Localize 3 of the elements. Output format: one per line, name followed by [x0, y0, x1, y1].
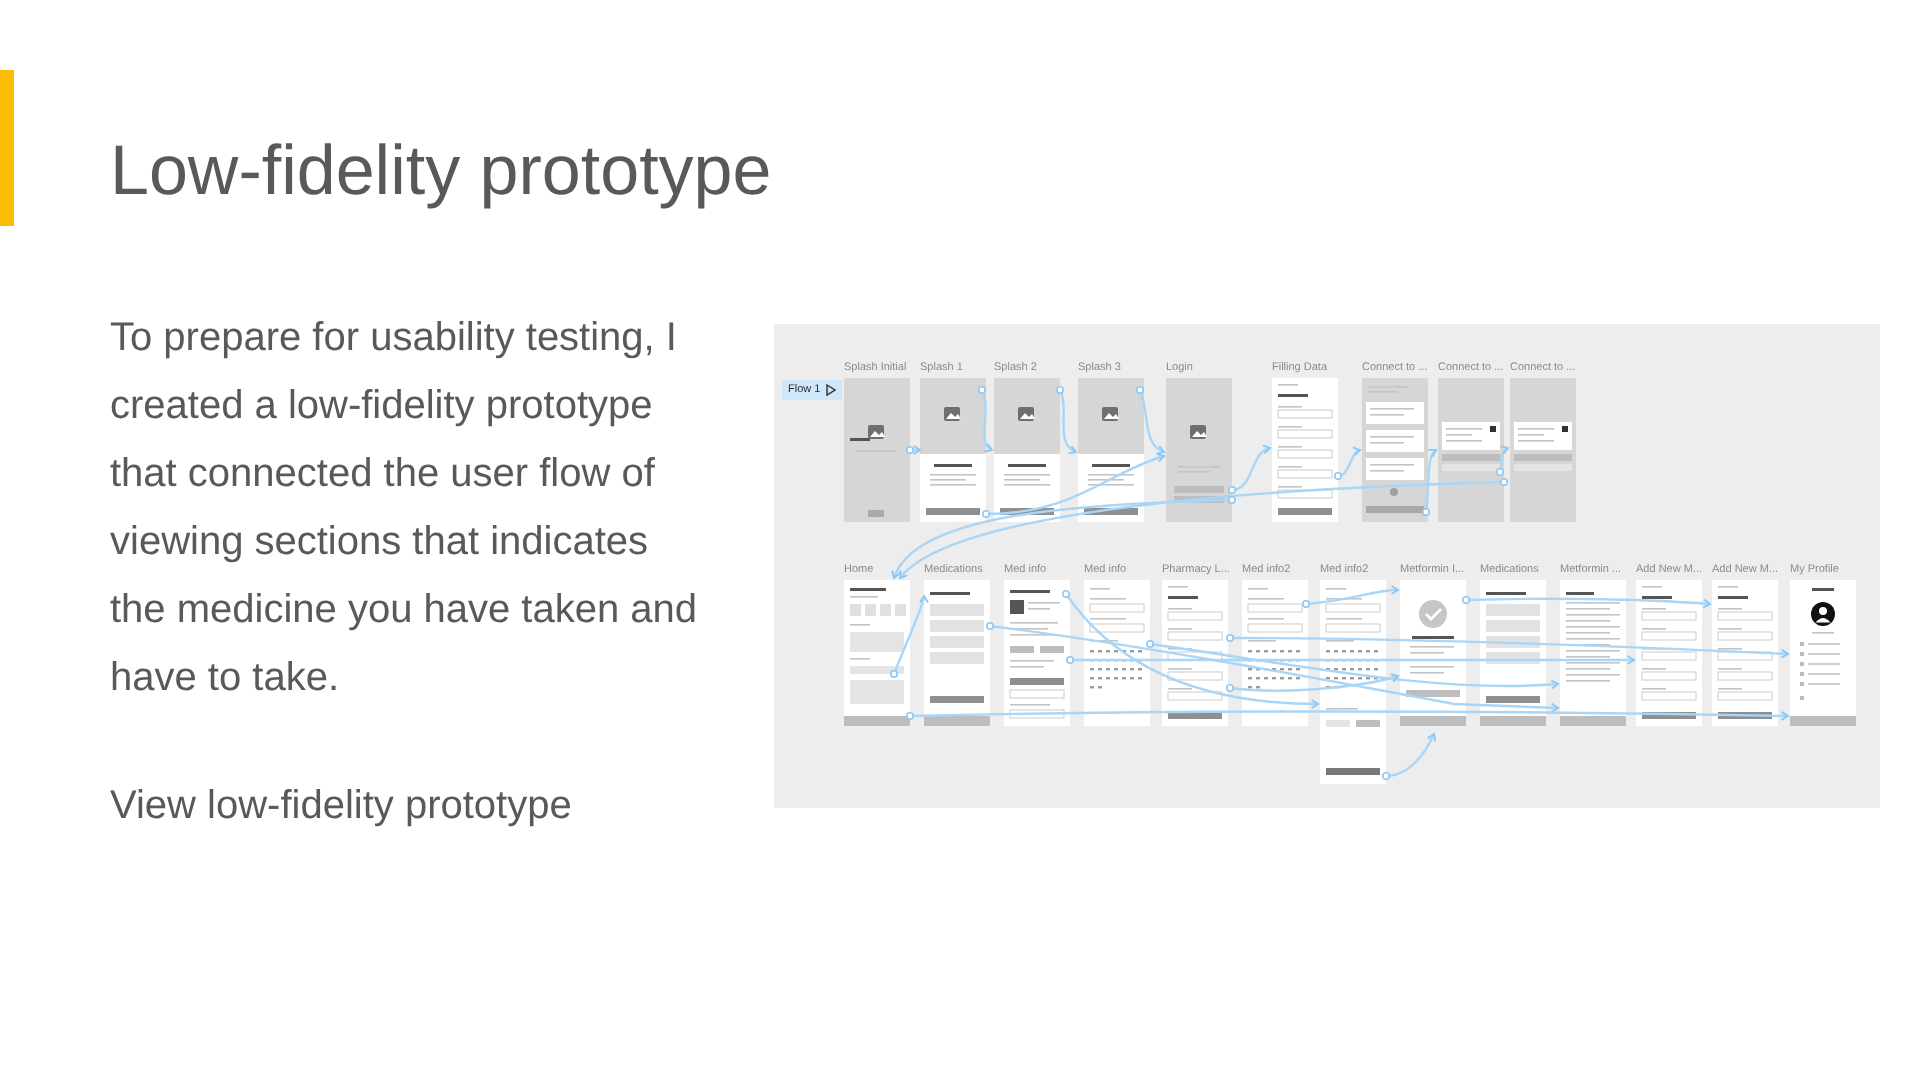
- body-paragraph: View low-fidelity prototype: [110, 782, 574, 832]
- body-paragraph: To prepare for usability testing, I created a low-fidelity prototype that connected the user flow of viewing sections that indicates the medicine you have taken and have to take.: [110, 314, 700, 704]
- slide-title: Low-fidelity prototype: [110, 132, 772, 212]
